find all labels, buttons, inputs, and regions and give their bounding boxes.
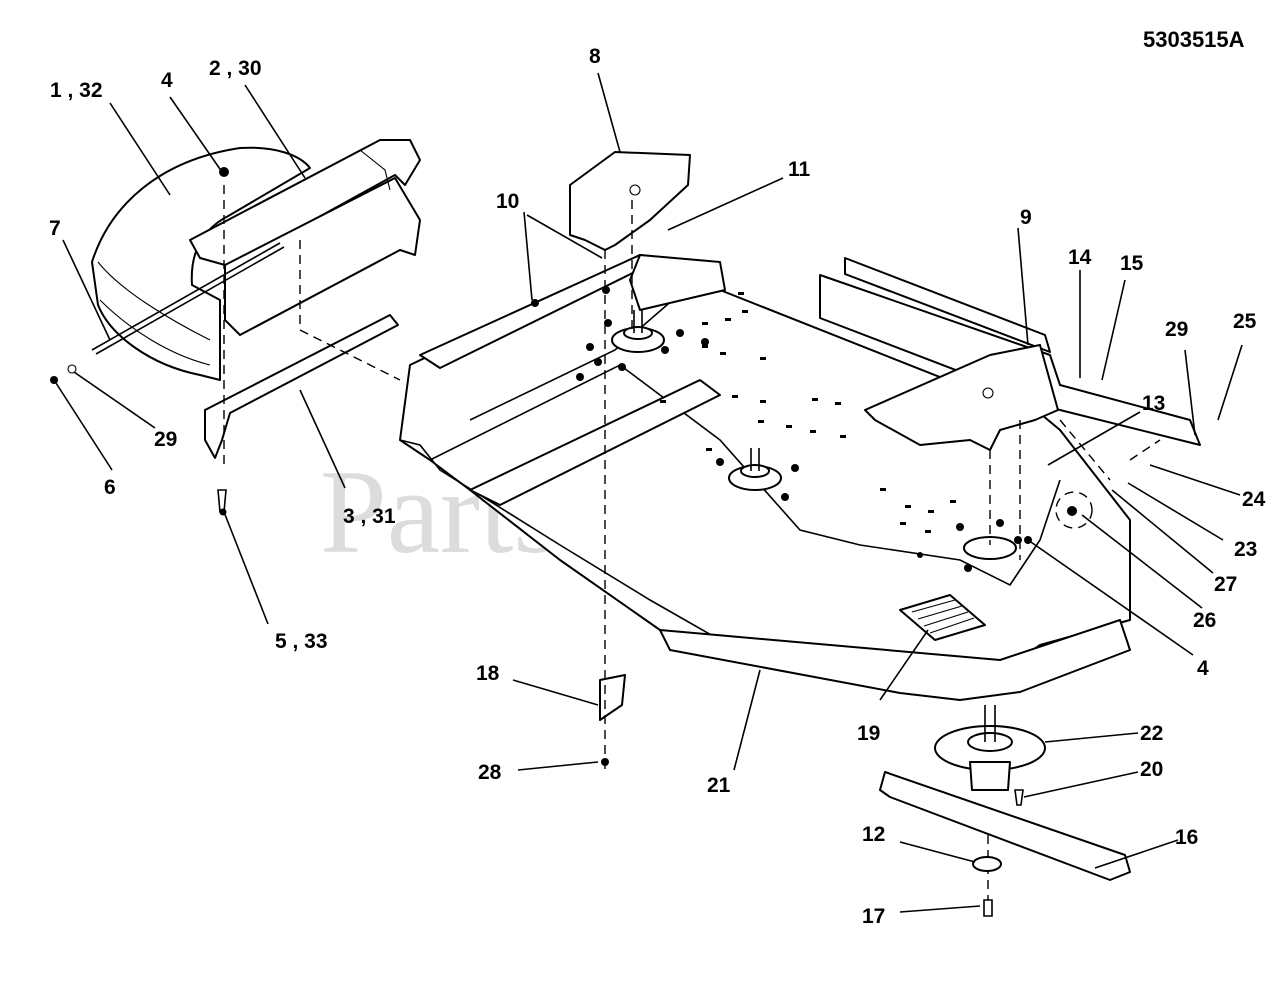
- deck-hardware: [531, 286, 1032, 572]
- callout-4a: 4: [161, 69, 173, 92]
- callout-1-32: 1 , 32: [50, 79, 103, 102]
- mower-deck: [399, 151, 1201, 900]
- spindle-blade-assembly: [601, 705, 1131, 917]
- callout-5-33: 5 , 33: [275, 630, 328, 653]
- callout-2-30: 2 , 30: [209, 57, 262, 80]
- callout-11: 11: [788, 158, 811, 181]
- callout-24: 24: [1242, 488, 1266, 511]
- callout-25: 25: [1233, 310, 1257, 333]
- callout-19: 19: [857, 722, 880, 745]
- callout-6: 6: [104, 476, 116, 499]
- callout-3-31: 3 , 31: [343, 505, 396, 528]
- callout-labels: 1 , 32 2 , 30 4 7 29 6 3 , 31 5 , 33 8 1…: [49, 45, 1266, 928]
- callout-28: 28: [478, 761, 502, 784]
- callout-4b: 4: [1197, 657, 1209, 680]
- callout-15: 15: [1120, 252, 1144, 275]
- callout-16: 16: [1175, 826, 1198, 849]
- callout-23: 23: [1234, 538, 1257, 561]
- callout-26: 26: [1193, 609, 1216, 632]
- callout-20: 20: [1140, 758, 1163, 781]
- callout-18: 18: [476, 662, 500, 685]
- callout-12: 12: [862, 823, 885, 846]
- callout-8: 8: [589, 45, 601, 68]
- callout-9: 9: [1020, 206, 1032, 229]
- bumper-assembly: [50, 139, 421, 516]
- callout-29b: 29: [1165, 318, 1188, 341]
- diagram-code: 5303515A: [1143, 27, 1245, 52]
- callout-21: 21: [707, 774, 731, 797]
- callout-29a: 29: [154, 428, 177, 451]
- callout-27: 27: [1214, 573, 1237, 596]
- callout-10: 10: [496, 190, 519, 213]
- callout-22: 22: [1140, 722, 1163, 745]
- callout-14: 14: [1068, 246, 1092, 269]
- callout-17: 17: [862, 905, 885, 928]
- callout-13: 13: [1142, 392, 1165, 415]
- callout-7: 7: [49, 217, 61, 240]
- leader-lines: [55, 72, 1243, 913]
